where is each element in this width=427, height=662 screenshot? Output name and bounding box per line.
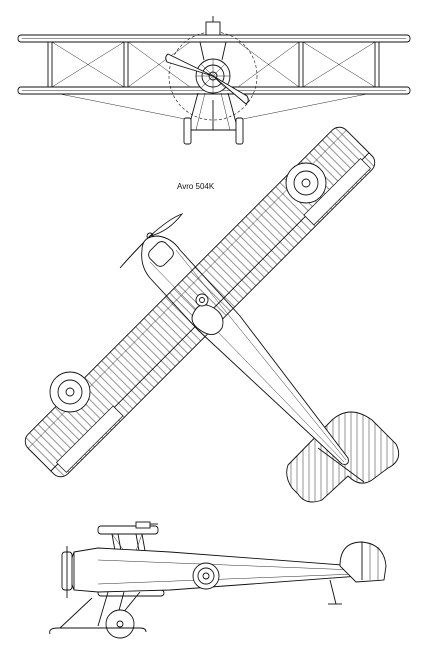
side-undercarriage [49, 591, 147, 639]
plan-cockpit [191, 293, 224, 335]
aircraft-caption: Avro 504K [177, 182, 215, 191]
side-tail-skid [328, 579, 342, 605]
front-interplane-struts [47, 42, 380, 87]
front-bracing-wires [51, 41, 376, 121]
side-fin-rudder [339, 541, 387, 583]
side-view [49, 521, 387, 639]
plan-roundel-right [285, 162, 327, 204]
side-propeller [61, 546, 73, 598]
front-undercarriage [183, 92, 244, 145]
side-cabane [135, 521, 158, 529]
front-upper-wing [17, 34, 411, 43]
side-roundel [192, 562, 220, 590]
front-propeller-blades [165, 53, 249, 105]
plan-view [24, 126, 400, 503]
plan-roundel-left [49, 371, 91, 413]
front-cabane [199, 16, 227, 61]
plan-propeller [119, 213, 184, 269]
plan-nose [148, 241, 174, 267]
front-view [17, 16, 411, 145]
